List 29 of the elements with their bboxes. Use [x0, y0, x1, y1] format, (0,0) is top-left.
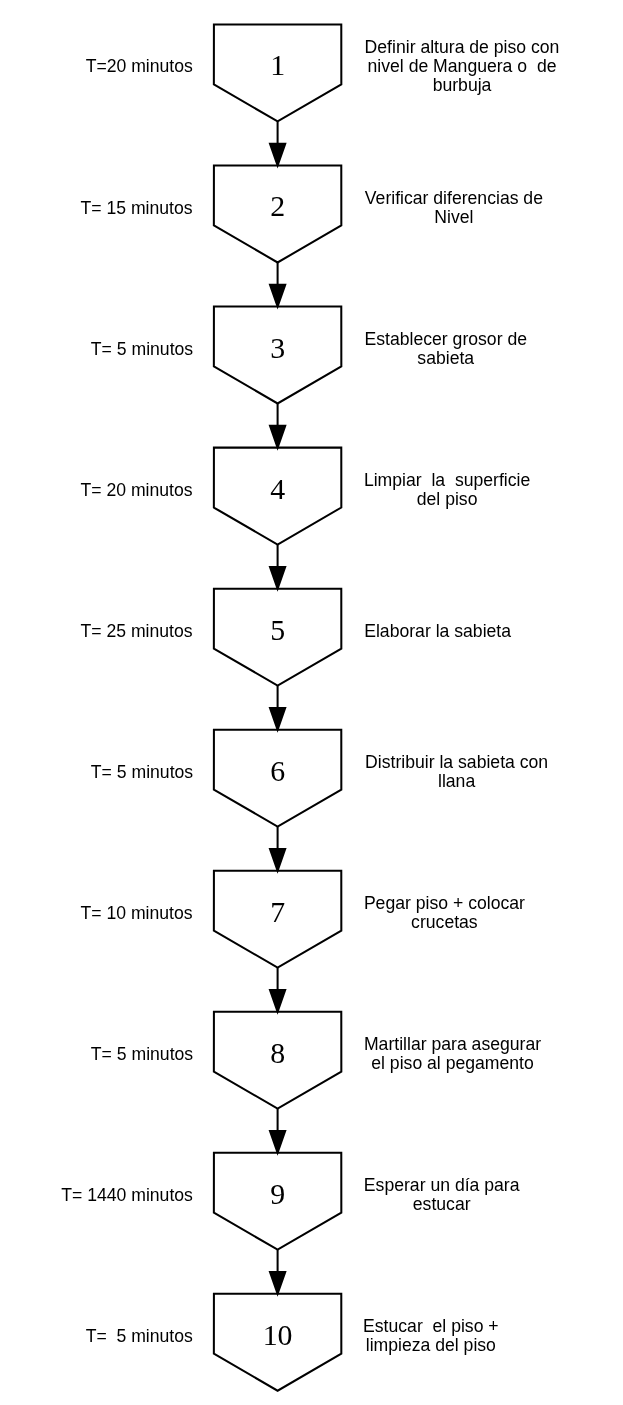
node-label: Definir altura de piso con nivel de Manguera o de burbuja	[364, 37, 560, 96]
node-label: T= 25 minutos	[80, 620, 193, 641]
node-label: T= 10 minutos	[80, 902, 193, 923]
node-label: T= 5 minutos	[85, 1325, 193, 1346]
node-label: T=20 minutos	[85, 56, 193, 77]
arrow	[268, 967, 287, 1015]
arrow	[268, 685, 287, 733]
node-label: Esperar un día para estucar	[363, 1175, 520, 1215]
arrow	[268, 262, 287, 310]
arrow	[268, 544, 287, 592]
node-label: Establecer grosor de sabieta	[364, 329, 527, 369]
node-label: Martillar para asegurar el piso al pegamento	[363, 1034, 542, 1074]
node-label: Verificar diferencias de Nivel	[364, 188, 543, 227]
node-label: Pegar piso + colocar crucetas	[363, 893, 525, 933]
arrow	[268, 403, 287, 451]
node-label: T= 1440 minutos	[61, 1184, 193, 1205]
node-label: Distribuir la sabieta con llana	[365, 752, 549, 792]
arrow	[268, 1249, 287, 1297]
arrow	[268, 826, 287, 874]
node-label: Elaborar la sabieta	[364, 620, 512, 641]
arrow	[268, 1108, 287, 1156]
node-label: T= 15 minutos	[80, 197, 193, 218]
node-label: T= 5 minutos	[90, 338, 194, 359]
node-label: T= 20 minutos	[80, 479, 193, 500]
node-label: Limpiar la superficie del piso	[363, 470, 531, 510]
node-label: T= 5 minutos	[90, 761, 194, 782]
arrow	[268, 121, 287, 169]
node-label: Estucar el piso + limpieza del piso	[363, 1316, 499, 1356]
node-label: T= 5 minutos	[90, 1043, 194, 1064]
